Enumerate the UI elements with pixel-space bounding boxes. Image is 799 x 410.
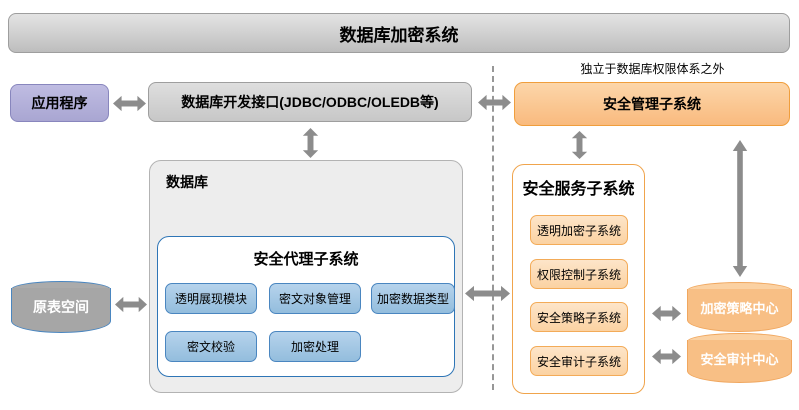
module-ciphertext-verification: 密文校验: [165, 331, 257, 362]
module-encrypted-data-type: 加密数据类型: [371, 283, 455, 314]
left-right-arrow-icon: [652, 305, 681, 322]
service-security-audit: 安全审计子系统: [530, 346, 628, 376]
service-transparent-encryption: 透明加密子系统: [530, 215, 628, 245]
up-down-arrow-icon: [571, 131, 588, 159]
cylinder-body: [687, 340, 792, 383]
db-api-box: 数据库开发接口(JDBC/ODBC/OLEDB等): [148, 82, 472, 122]
left-right-arrow-icon: [113, 95, 146, 112]
security-management-label: 安全管理子系统: [603, 96, 701, 112]
module-encryption-processing: 加密处理: [269, 331, 361, 362]
security-agent-title: 安全代理子系统: [253, 250, 359, 268]
source-table-space-cylinder: 原表空间: [11, 281, 111, 333]
left-right-arrow-icon: [478, 94, 511, 111]
module-transparent-presentation: 透明展现模块: [165, 283, 257, 314]
security-service-title: 安全服务子系统: [522, 181, 635, 198]
left-right-arrow-icon: [465, 285, 510, 302]
up-down-arrow-icon: [732, 140, 748, 277]
left-right-arrow-icon: [115, 296, 147, 313]
cylinder-body: [687, 289, 792, 332]
db-api-label: 数据库开发接口(JDBC/ODBC/OLEDB等): [181, 94, 439, 110]
security-audit-center-cylinder: 安全审计中心: [687, 333, 792, 383]
service-permission-control: 权限控制子系统: [530, 259, 628, 289]
security-management-box: 安全管理子系统: [514, 82, 790, 126]
independence-annotation: 独立于数据库权限体系之外: [580, 62, 725, 76]
application-box: 应用程序: [10, 84, 109, 122]
left-right-arrow-icon: [652, 348, 681, 365]
security-audit-center-label: 安全审计中心: [700, 351, 779, 367]
system-title: 数据库加密系统: [339, 25, 459, 45]
database-label: 数据库: [166, 174, 208, 190]
source-table-space-label: 原表空间: [33, 299, 89, 315]
module-ciphertext-object-mgmt: 密文对象管理: [269, 283, 361, 314]
encryption-policy-center-cylinder: 加密策略中心: [687, 282, 792, 332]
service-security-policy: 安全策略子系统: [530, 302, 628, 332]
system-title-banner: 数据库加密系统: [8, 13, 790, 53]
up-down-arrow-icon: [302, 128, 319, 158]
dashed-divider-line: [492, 66, 494, 390]
application-label: 应用程序: [31, 95, 88, 111]
encryption-policy-center-label: 加密策略中心: [700, 300, 779, 316]
cylinder-body: [11, 288, 111, 333]
